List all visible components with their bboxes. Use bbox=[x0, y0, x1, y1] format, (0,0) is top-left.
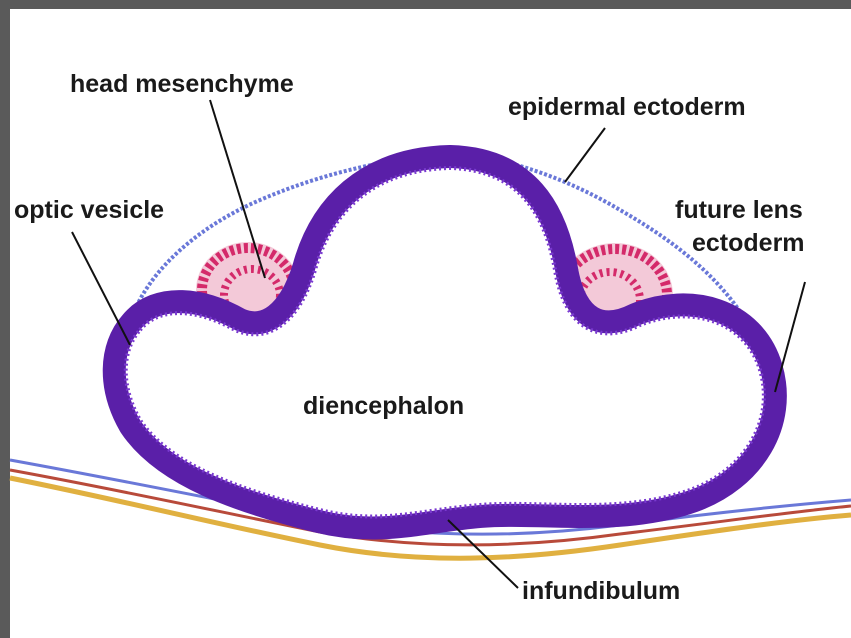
label-epidermal-ectoderm: epidermal ectoderm bbox=[508, 93, 746, 121]
label-ectoderm: ectoderm bbox=[692, 229, 805, 257]
pointer-future-lens-ectoderm bbox=[775, 282, 805, 392]
pointer-epidermal-ectoderm bbox=[565, 128, 605, 182]
pointer-infundibulum bbox=[448, 520, 518, 588]
label-head-mesenchyme: head mesenchyme bbox=[70, 70, 294, 98]
label-infundibulum: infundibulum bbox=[522, 577, 680, 605]
label-optic-vesicle: optic vesicle bbox=[14, 196, 164, 224]
label-future-lens: future lens bbox=[675, 196, 803, 224]
label-diencephalon: diencephalon bbox=[303, 392, 464, 420]
pointer-optic-vesicle bbox=[72, 232, 130, 345]
